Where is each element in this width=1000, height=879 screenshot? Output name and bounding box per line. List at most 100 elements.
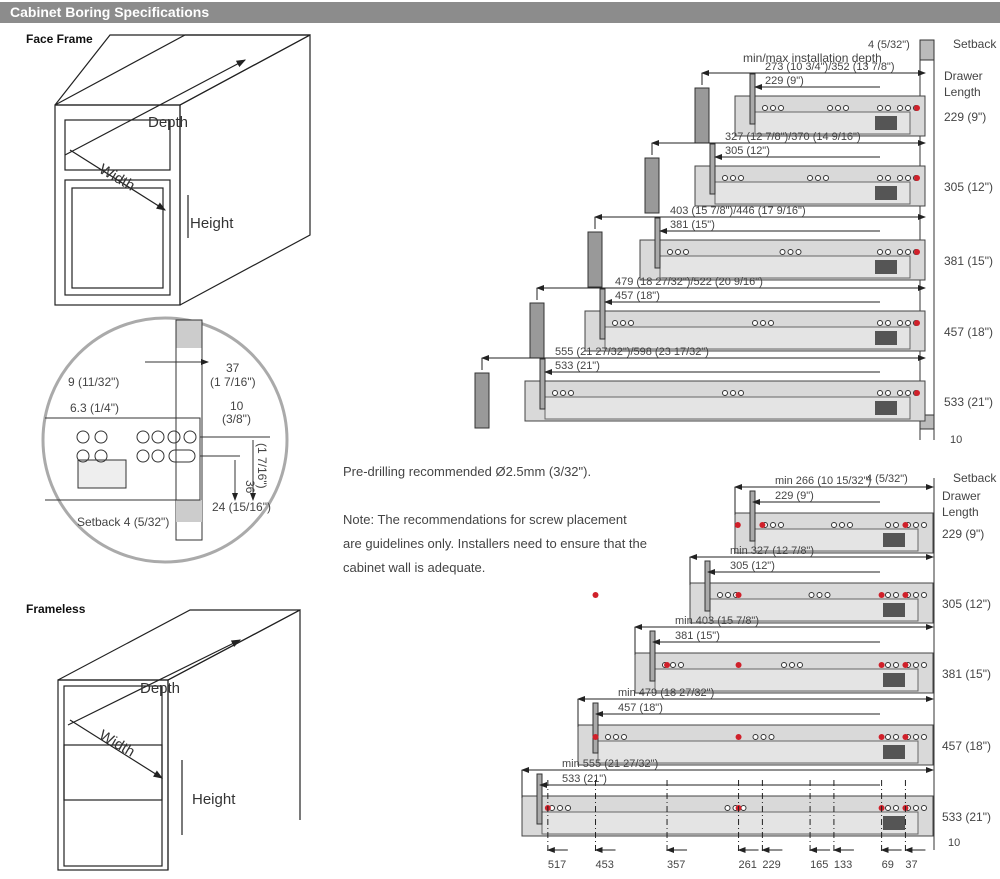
upper-hole [823,175,829,181]
frameless-width-label: Width [96,727,138,761]
lower-screw-marker [592,592,599,598]
upper-hole [730,175,736,181]
frameless-cabinet [57,609,301,871]
upper-hole [760,320,766,326]
lower-hole [831,522,837,528]
upper-locking-device-1 [875,186,897,200]
upper-hole [612,320,618,326]
lower-locking-device-2 [883,673,905,687]
frameless-height-label: Height [192,791,236,808]
lower-screw-marker [734,522,741,528]
lower-hole [789,662,795,668]
upper-hole [738,390,744,396]
lower-drawer-length-0: 229 (9") [942,527,984,541]
upper-locking-device-4 [875,401,897,415]
upper-bottom-dim: 10 [950,434,962,446]
upper-drawer-length-3: 457 (18") [944,325,993,339]
upper-hole [778,105,784,111]
upper-drawer-length-4: 533 (21") [944,395,993,409]
lower-hole [808,592,815,598]
lower-locking-device-4 [883,816,905,830]
lower-hole [670,662,676,668]
lower-hole [885,522,891,528]
lower-drawer-length-4: 533 (21") [942,810,991,824]
lower-hole [885,734,891,740]
upper-screw-marker [914,105,920,111]
lower-hole [893,805,899,811]
detail-setback: Setback 4 (5/32") [77,515,169,529]
upper-hole [885,249,891,255]
upper-hole [620,320,626,326]
upper-hole [667,249,673,255]
upper-hole [885,175,891,181]
upper-hole [827,105,833,111]
lower-hole [797,662,803,668]
lower-tick-label-229: 229 [762,859,780,871]
upper-locking-device-3 [875,331,897,345]
lower-screw-marker [592,734,599,740]
upper-drawer-length-1: 305 (12") [944,180,993,194]
upper-hole [787,249,794,255]
upper-hole [779,249,786,255]
upper-drawer-front-3 [529,302,545,359]
lower-tick-label-357: 357 [667,859,685,871]
lower-tick-label-37: 37 [905,859,917,871]
detail-6-3: 6.3 (1/4") [70,401,119,415]
upper-hole [877,390,883,396]
detail-10-in: (3/8") [222,412,251,426]
detail-36-in: (1 7/16") [255,443,269,489]
face-frame-heading: Face Frame [26,32,93,46]
upper-install-depth-4: 555 (21 27/32")/598 (23 17/32") [555,346,709,358]
upper-hole [897,249,903,255]
upper-hole [552,390,558,396]
upper-bracket-2 [654,217,661,269]
upper-slide-rail-2 [659,255,911,279]
lower-bracket-4 [536,773,543,825]
upper-hole [730,390,736,396]
upper-slide-length-3: 457 (18") [615,290,660,302]
lower-screw-marker [664,662,671,668]
lower-locking-device-3 [883,745,905,759]
upper-drawer-front-1 [644,157,660,214]
upper-bracket-4 [539,358,546,410]
lower-hole [913,522,919,528]
lower-screw-marker [902,662,909,668]
upper-hole [885,320,891,326]
upper-hole [815,175,821,181]
upper-hole [905,390,911,396]
lower-hole [921,592,927,598]
lower-screw-marker [735,662,742,668]
lower-hole [678,662,684,668]
upper-hole [897,390,903,396]
lower-drawer-length-label-2: Length [942,505,979,519]
upper-hole [752,320,758,326]
face-frame-cabinet [54,33,311,306]
upper-hole [768,320,774,326]
lower-hole [760,734,767,740]
lower-min-depth-3: min 479 (18 27/32") [618,687,714,699]
upper-hole [897,105,903,111]
lower-hole [913,734,919,740]
lower-hole [725,592,731,598]
upper-drawer-length-2: 381 (15") [944,254,993,268]
upper-install-depth-1: 327 (12 7/8")/370 (14 9/16") [725,131,861,143]
lower-hole [885,592,891,598]
lower-hole [724,805,731,811]
lower-min-depth-4: min 555 (21 27/32") [562,758,658,770]
lower-bracket-2 [649,630,656,682]
lower-slide-length-3: 457 (18") [618,702,663,714]
upper-hole [628,320,634,326]
detail-24: 24 (15/16") [212,500,271,514]
upper-drawer-length-0: 229 (9") [944,110,986,124]
upper-hole [675,249,681,255]
upper-hole [897,320,903,326]
upper-hole [877,175,883,181]
lower-bottom-dim: 10 [948,837,960,849]
lower-hole [913,592,919,598]
lower-screw-marker [902,734,909,740]
upper-hole [762,105,768,111]
lower-setback-dim: 4 (5/32") [866,473,908,485]
upper-hole [885,105,891,111]
